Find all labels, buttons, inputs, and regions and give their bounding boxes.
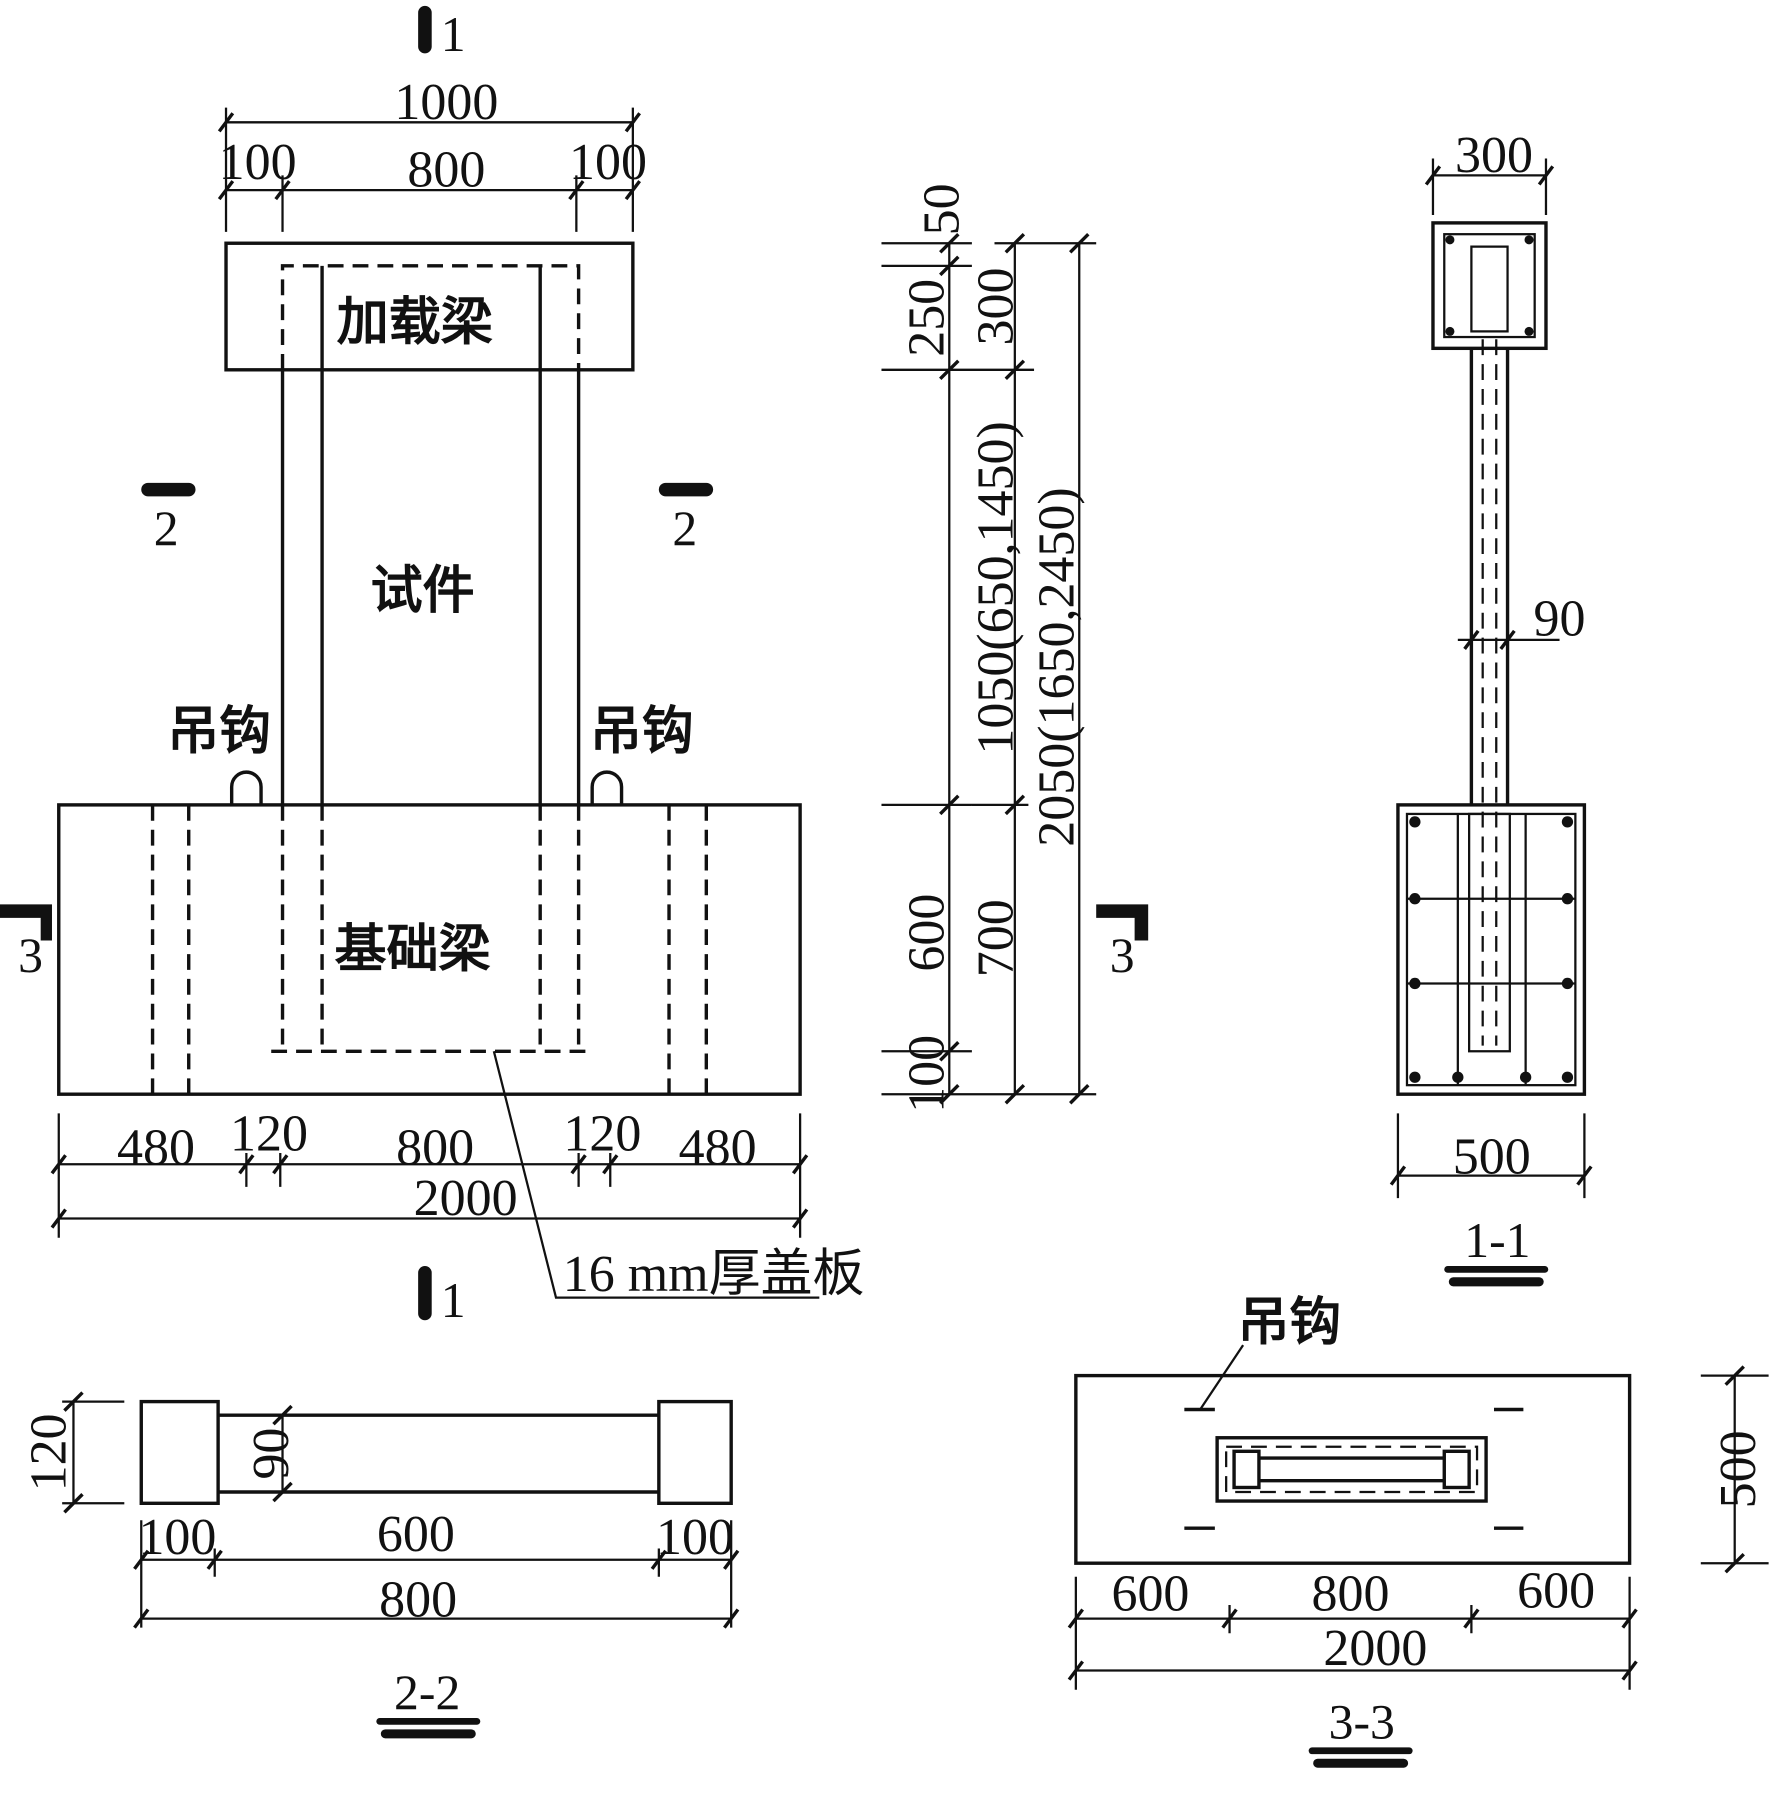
cover-plate-leader bbox=[492, 1050, 820, 1299]
dim-bottom-total: 2000 bbox=[414, 1170, 518, 1227]
section-mark-label: 2 bbox=[672, 501, 697, 556]
section-mark-2-right bbox=[658, 482, 714, 497]
hook-right-icon bbox=[590, 770, 624, 805]
dim-3-3-height: 500 bbox=[1710, 1430, 1767, 1508]
dim-v-300: 300 bbox=[968, 268, 1025, 346]
dim-2-2-part-2: 600 bbox=[377, 1506, 455, 1563]
dim-top-total: 1000 bbox=[394, 74, 498, 131]
section-2-2-title: 2-2 bbox=[394, 1665, 460, 1720]
specimen-label: 试件 bbox=[371, 561, 475, 621]
hook-3-3-label: 吊钩 bbox=[1237, 1292, 1341, 1352]
dim-3-3-part-3: 600 bbox=[1517, 1562, 1595, 1619]
dim-3-3-part-1: 600 bbox=[1111, 1566, 1189, 1623]
section-mark-label: 3 bbox=[1110, 928, 1135, 983]
hook-left-label: 吊钩 bbox=[167, 701, 271, 761]
dim-1-1-web: 90 bbox=[1534, 590, 1586, 647]
bottom-dimension-lines bbox=[57, 1113, 802, 1238]
dim-1-1-base-width: 500 bbox=[1453, 1128, 1531, 1185]
dim-2-2-part-1: 100 bbox=[138, 1509, 216, 1566]
section-1-1-title: 1-1 bbox=[1464, 1213, 1530, 1268]
section-mark-2-left bbox=[141, 482, 196, 497]
dim-3-3-part-2: 800 bbox=[1311, 1566, 1389, 1623]
section-mark-label: 2 bbox=[154, 501, 179, 556]
dimension-ticks bbox=[50, 1154, 809, 1229]
hook-left-icon bbox=[229, 770, 263, 805]
dim-v-250: 250 bbox=[899, 279, 956, 357]
dim-2-2-height: 120 bbox=[21, 1413, 78, 1491]
section-2-2: 120 90 100 600 100 800 2-2 bbox=[21, 1391, 740, 1739]
hook-right-label: 吊钩 bbox=[590, 701, 694, 761]
foundation-beam bbox=[57, 803, 802, 1096]
section-3-3: 吊钩 500 600 800 600 2000 3-3 bbox=[1067, 1292, 1769, 1768]
dim-1-1-top-width: 300 bbox=[1455, 127, 1533, 184]
dimension-ticks bbox=[217, 112, 641, 201]
dim-3-3-total: 2000 bbox=[1323, 1620, 1427, 1677]
dim-bottom-part-2: 120 bbox=[230, 1106, 308, 1163]
dim-v-700: 700 bbox=[968, 899, 1025, 977]
dim-v-50: 50 bbox=[913, 183, 970, 235]
dimension-ticks bbox=[939, 232, 1090, 1105]
section-mark-label: 3 bbox=[18, 928, 43, 983]
dim-v-100: 100 bbox=[899, 1035, 956, 1113]
vertical-dimension-lines bbox=[881, 242, 1097, 1096]
dim-bottom-part-3: 800 bbox=[396, 1119, 474, 1176]
section-mark-label: 1 bbox=[441, 7, 466, 62]
section-mark-label: 1 bbox=[441, 1273, 466, 1328]
dim-bottom-part-4: 120 bbox=[563, 1106, 641, 1163]
section-mark-1-top bbox=[418, 5, 432, 54]
hook-marks bbox=[1184, 1407, 1524, 1530]
specimen-walls bbox=[280, 265, 581, 805]
dim-top-part-1: 100 bbox=[219, 134, 297, 191]
dim-2-2-web: 90 bbox=[243, 1428, 300, 1480]
dim-top-part-3: 100 bbox=[569, 134, 647, 191]
section-mark-3-left bbox=[0, 904, 52, 941]
loading-beam-label: 加载梁 bbox=[337, 292, 493, 352]
dim-2-2-part-3: 100 bbox=[656, 1509, 734, 1566]
loading-beam bbox=[224, 241, 635, 372]
dim-v-600: 600 bbox=[899, 894, 956, 972]
top-dimension-lines bbox=[224, 107, 634, 232]
dim-2-2-total: 800 bbox=[379, 1571, 457, 1628]
elevation-view: 加载梁 试件 吊钩 吊钩 基础梁 16 mm厚盖板 1000 100 800 1… bbox=[0, 5, 1149, 1328]
cover-plate-label: 16 mm厚盖板 bbox=[563, 1246, 865, 1303]
loading-beam-rebar-outline bbox=[280, 264, 581, 370]
dim-bottom-part-5: 480 bbox=[679, 1119, 757, 1176]
section-1-1: 300 90 500 1-1 bbox=[1389, 127, 1593, 1287]
section-3-3-title: 3-3 bbox=[1329, 1694, 1395, 1749]
section-mark-3-right bbox=[1096, 904, 1149, 941]
vertical-dim-labels: 50 250 600 100 300 1050(650,1450) 700 20… bbox=[899, 183, 1086, 1112]
foundation-beam-label: 基础梁 bbox=[335, 920, 491, 980]
dim-v-1050: 1050(650,1450) bbox=[968, 421, 1025, 754]
dim-top-part-2: 800 bbox=[407, 142, 485, 199]
section-mark-1-bottom bbox=[418, 1265, 432, 1321]
dim-bottom-part-1: 480 bbox=[117, 1119, 195, 1176]
dim-v-2050: 2050(1650,2450) bbox=[1029, 487, 1086, 846]
